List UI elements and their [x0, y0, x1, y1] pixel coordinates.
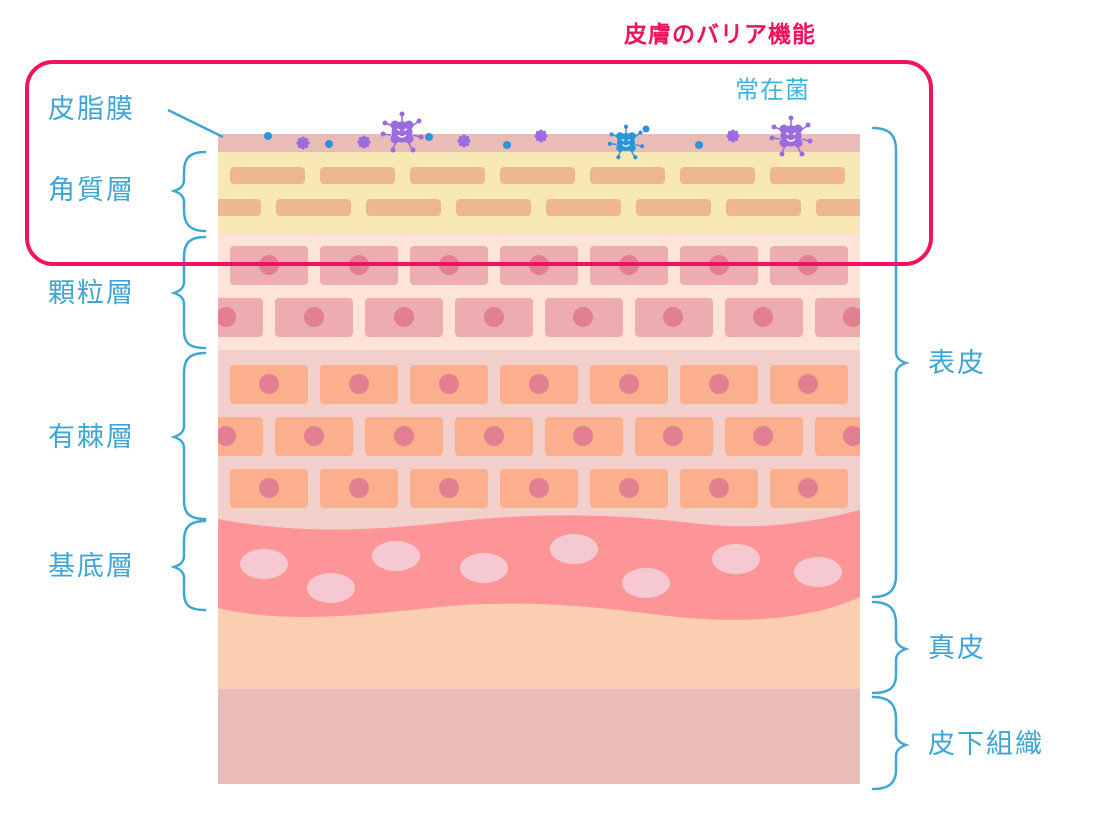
label-stratum-spinosum: 有棘層 — [48, 422, 135, 453]
barrier-function-box — [25, 60, 933, 266]
basal-layer — [218, 510, 860, 620]
label-epidermis: 表皮 — [928, 348, 986, 379]
brace-dermis — [871, 600, 910, 695]
right-braces — [871, 126, 910, 791]
diagram-title: 皮膚のバリア機能 — [624, 22, 816, 48]
label-stratum-granulosum: 顆粒層 — [48, 278, 135, 309]
label-subcutaneous-tissue: 皮下組織 — [928, 729, 1044, 760]
subcutaneous-layer — [218, 689, 860, 784]
label-stratum-corneum: 角質層 — [48, 175, 135, 206]
brace-epidermis — [871, 126, 910, 599]
brace-subcutaneous — [871, 695, 910, 791]
horny-layer — [218, 152, 860, 234]
label-stratum-basale: 基底層 — [48, 551, 135, 582]
brace-stratum-basale — [170, 519, 207, 612]
left-braces — [170, 150, 207, 612]
resident-flora-label: 常在菌 — [735, 76, 810, 104]
sebum-pointer-line — [167, 108, 224, 139]
label-dermis: 真皮 — [928, 633, 986, 664]
brace-stratum-granulosum — [170, 235, 207, 350]
brace-stratum-spinosum — [170, 351, 207, 521]
label-sebum-film: 皮脂膜 — [48, 94, 135, 125]
resident-bacteria — [264, 111, 813, 160]
brace-stratum-corneum — [170, 150, 207, 233]
